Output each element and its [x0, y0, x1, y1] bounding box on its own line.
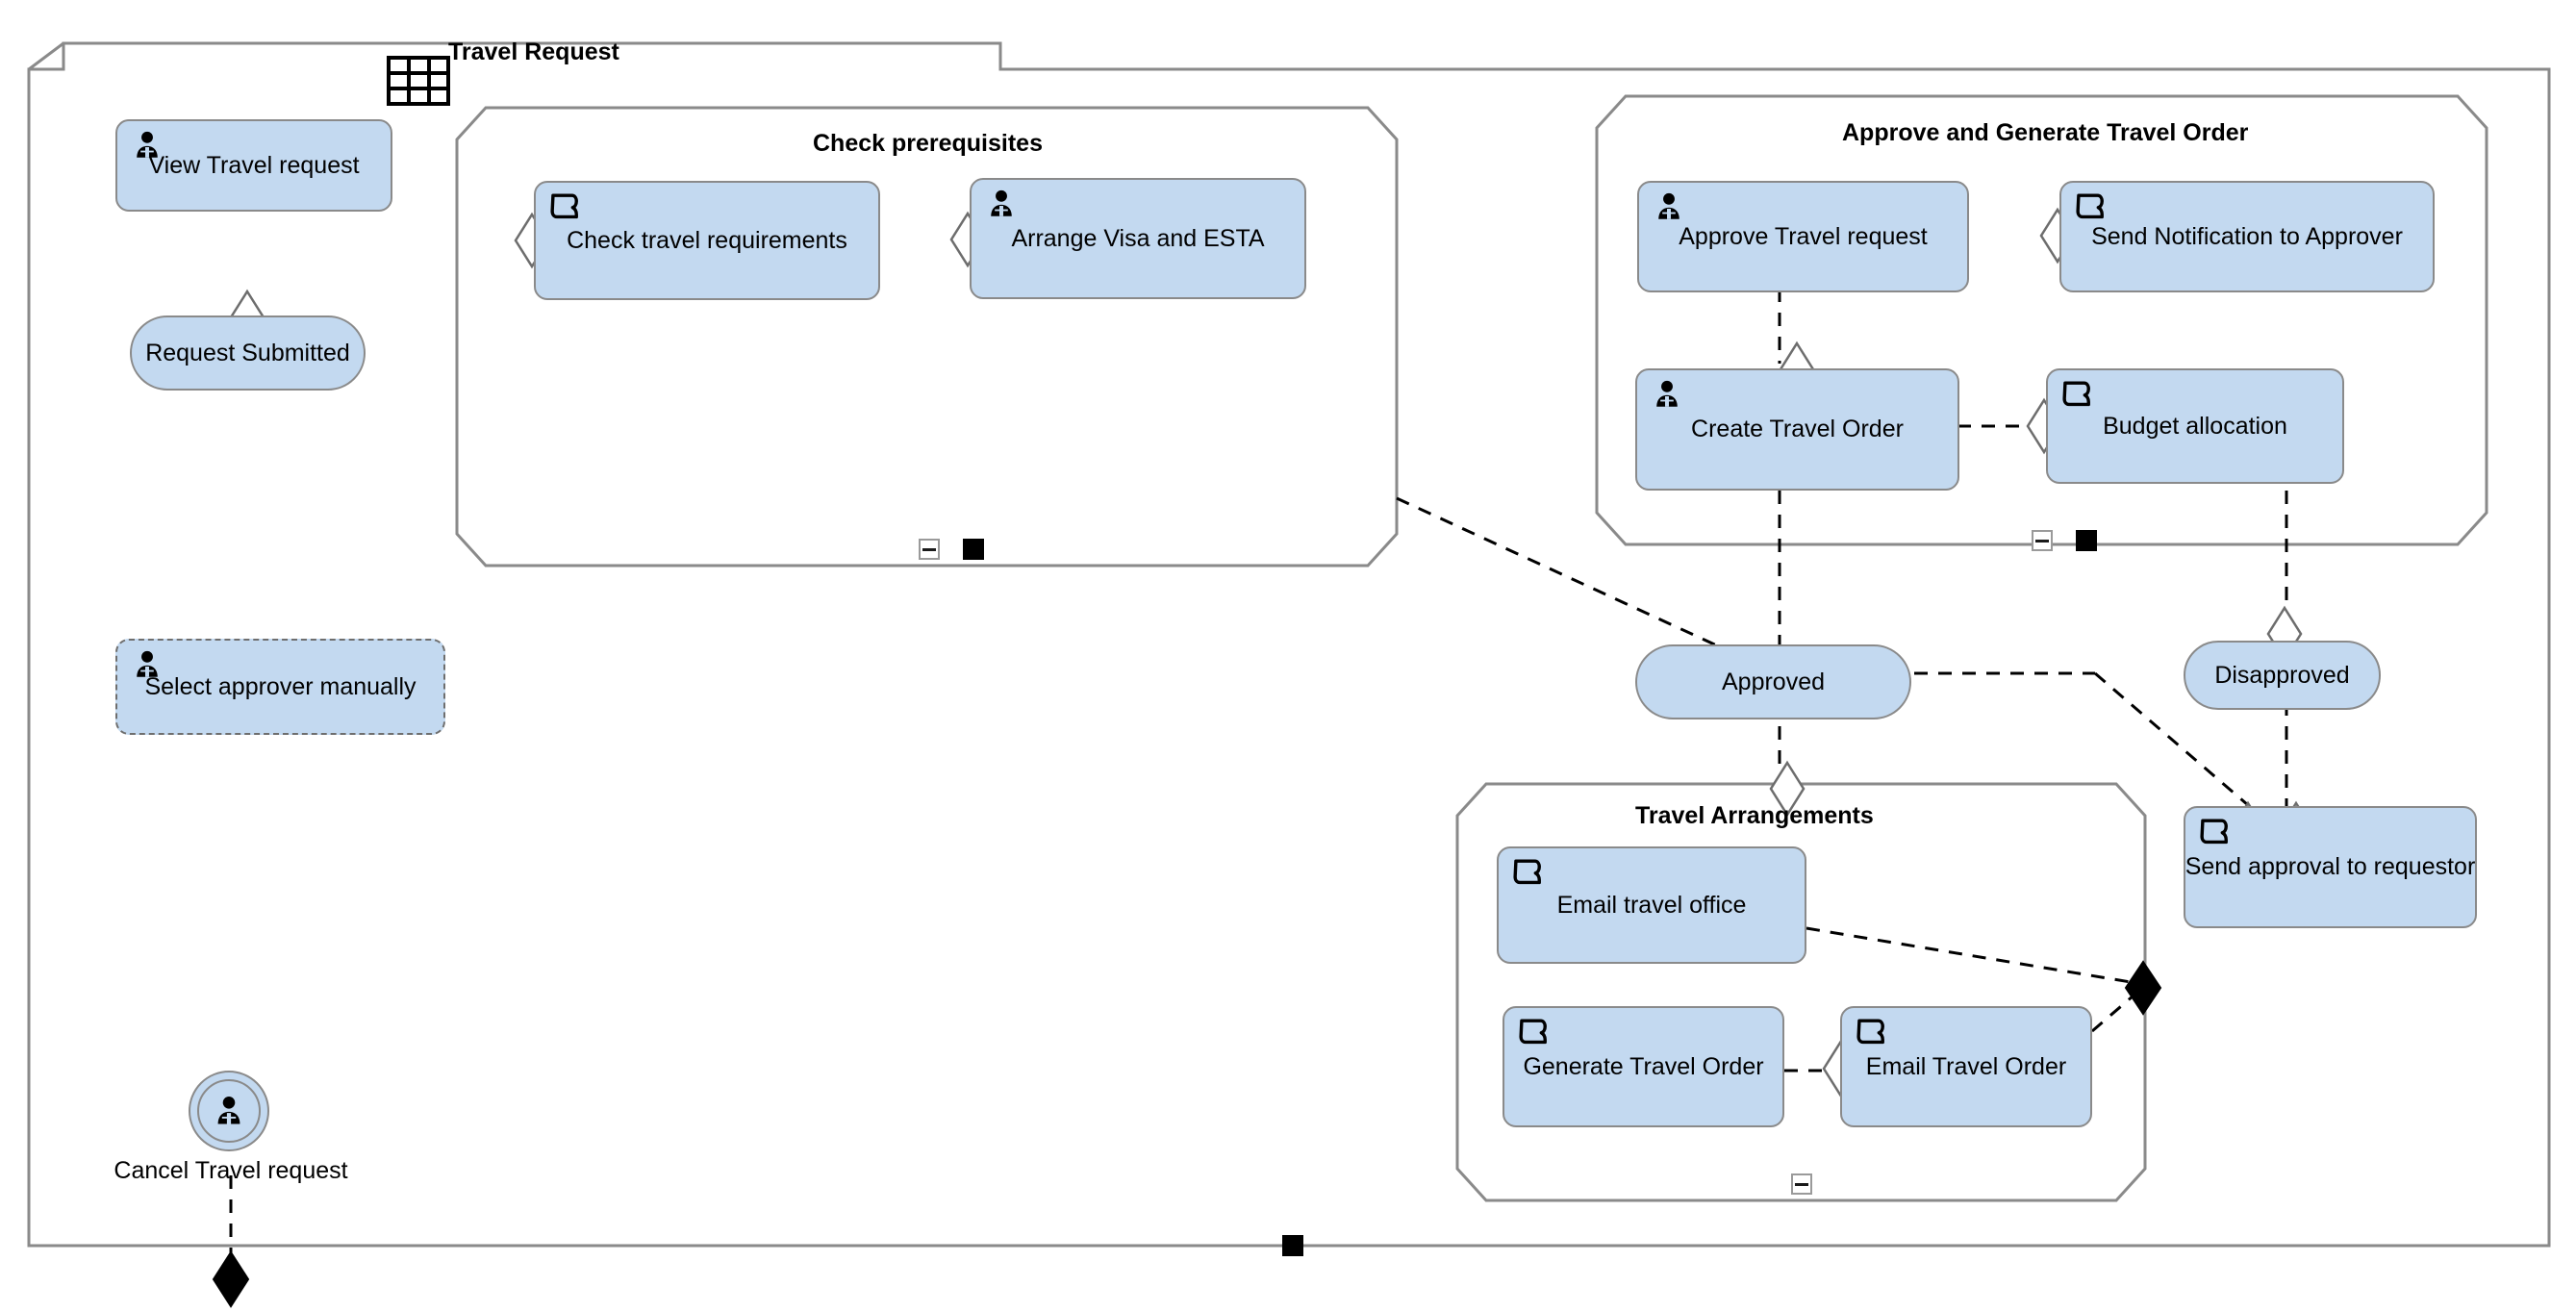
node-generate-travel-order[interactable]: Generate Travel Order	[1503, 1006, 1784, 1127]
node-label: Send approval to requestor	[2185, 853, 2476, 881]
node-label: Generate Travel Order	[1523, 1052, 1764, 1080]
user-icon	[1656, 380, 1678, 407]
script-icon	[1513, 859, 1541, 885]
node-label: Disapproved	[2214, 661, 2350, 689]
node-label: View Travel request	[148, 151, 360, 179]
node-label: Approve Travel request	[1679, 222, 1928, 250]
node-label: Request Submitted	[145, 339, 350, 366]
node-approved[interactable]: Approved	[1635, 644, 1911, 719]
script-icon	[2062, 381, 2090, 407]
script-icon	[1856, 1019, 1884, 1045]
node-label: Arrange Visa and ESTA	[1011, 224, 1265, 252]
node-label: Budget allocation	[2103, 412, 2287, 440]
user-icon	[137, 650, 158, 677]
user-icon	[991, 189, 1012, 216]
black-square-marker-outer-boundary	[1282, 1235, 1303, 1256]
node-arrange-visa-and-esta[interactable]: Arrange Visa and ESTA	[970, 178, 1306, 299]
script-icon	[1519, 1019, 1547, 1045]
inner-ring	[197, 1079, 261, 1143]
node-label: Create Travel Order	[1691, 416, 1904, 443]
node-disapproved[interactable]: Disapproved	[2184, 641, 2381, 710]
table-grid-icon	[387, 56, 450, 106]
group-title-travel-arrangements: Travel Arrangements	[1635, 802, 1874, 829]
script-icon	[550, 193, 578, 219]
node-check-travel-requirements[interactable]: Check travel requirements	[534, 181, 880, 300]
group-title-approve-and-generate: Approve and Generate Travel Order	[1842, 119, 2249, 146]
node-label: Check travel requirements	[567, 226, 847, 254]
black-square-marker-approve-and-generate	[2076, 530, 2097, 551]
node-select-approver-manually[interactable]: Select approver manually	[115, 639, 445, 735]
group-title-check-prerequisites: Check prerequisites	[813, 130, 1043, 157]
black-square-marker-check-prerequisites	[963, 539, 984, 560]
user-icon	[137, 131, 158, 158]
script-icon	[2076, 193, 2104, 219]
node-send-approval-to-requestor[interactable]: Send approval to requestor	[2184, 806, 2477, 928]
collapse-minus-icon-travel-arrangements[interactable]	[1791, 1173, 1812, 1195]
node-approve-travel-request[interactable]: Approve Travel request	[1637, 181, 1969, 292]
collapse-minus-icon-check-prerequisites[interactable]	[919, 539, 940, 560]
node-request-submitted[interactable]: Request Submitted	[130, 315, 366, 391]
node-label: Select approver manually	[144, 672, 417, 700]
node-cancel-travel-request[interactable]	[189, 1071, 269, 1151]
node-send-notification-to-approver[interactable]: Send Notification to Approver	[2059, 181, 2435, 292]
node-budget-allocation[interactable]: Budget allocation	[2046, 368, 2344, 484]
script-icon	[2200, 819, 2228, 845]
user-icon	[1658, 192, 1679, 219]
node-label: Send Notification to Approver	[2091, 222, 2403, 250]
node-label: Email Travel Order	[1865, 1052, 2067, 1080]
node-label: Email travel office	[1556, 891, 1747, 919]
node-email-travel-office[interactable]: Email travel office	[1497, 846, 1806, 964]
outer-container-title: Travel Request	[448, 38, 619, 65]
user-icon	[217, 1097, 240, 1124]
node-label: Approved	[1721, 668, 1826, 695]
node-label-cancel-travel-request: Cancel Travel request	[114, 1157, 348, 1184]
node-create-travel-order[interactable]: Create Travel Order	[1635, 368, 1959, 491]
node-view-travel-request[interactable]: View Travel request	[115, 119, 392, 212]
collapse-minus-icon-approve-and-generate[interactable]	[2032, 530, 2053, 551]
node-email-travel-order[interactable]: Email Travel Order	[1840, 1006, 2092, 1127]
